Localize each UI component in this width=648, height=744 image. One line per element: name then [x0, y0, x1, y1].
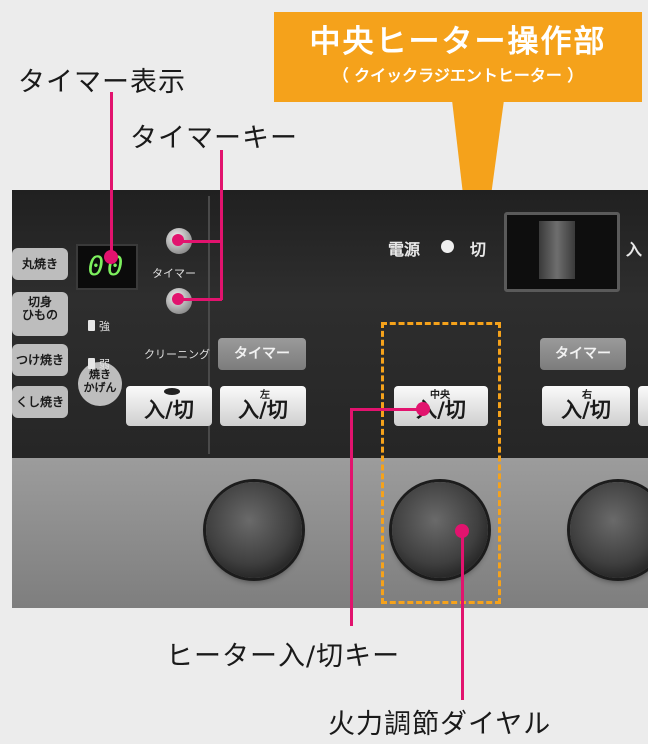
center-dial[interactable] — [392, 482, 488, 578]
left-timer-button[interactable]: タイマー — [218, 338, 306, 370]
power-label: 電源 — [388, 240, 421, 259]
far-right-key-edge — [638, 386, 648, 426]
heater-key-leader-h — [350, 408, 424, 411]
timer-display-dot — [104, 250, 118, 264]
left-onoff-key[interactable]: 左 入/切 — [220, 386, 306, 426]
right-onoff-label: 入/切 — [561, 398, 611, 422]
timer-down-leader — [180, 298, 222, 301]
left-onoff-label: 入/切 — [238, 398, 288, 422]
dial-panel — [12, 458, 648, 608]
power-switch[interactable] — [504, 212, 620, 292]
grill-level-button[interactable]: 焼き かげん — [78, 362, 122, 406]
center-heater-highlight — [381, 322, 501, 604]
center-sub-label: 中央 — [430, 390, 450, 401]
heater-key-leader — [350, 408, 353, 626]
weak-lamp — [88, 358, 95, 369]
left-sub-label: 左 — [260, 390, 270, 401]
power-dial-label: 火力調節ダイヤル — [328, 709, 552, 740]
strong-label: 強 — [99, 320, 110, 333]
banner-subtitle: （ クイックラジエントヒーター ） — [332, 66, 584, 85]
panel-divider — [208, 196, 210, 454]
weak-label: 弱 — [99, 358, 110, 371]
banner-title: 中央ヒーター操作部 — [309, 24, 607, 60]
cleaning-label: クリーニング — [144, 348, 210, 361]
dial-leader — [461, 530, 464, 700]
tsukeyaki-button[interactable]: つけ焼き — [12, 344, 68, 376]
kushiyaki-button[interactable]: くし焼き — [12, 386, 68, 418]
maruyaki-button[interactable]: 丸焼き — [12, 248, 68, 280]
right-onoff-key[interactable]: 右 入/切 — [542, 386, 630, 426]
grill-onoff-key[interactable]: 入/切 — [126, 386, 212, 426]
timer-down-dot — [172, 293, 184, 305]
off-label: 切 — [470, 240, 487, 259]
kirimi-himono-button[interactable]: 切身 ひもの — [12, 292, 68, 336]
left-dial[interactable] — [206, 482, 302, 578]
heater-key-dot — [416, 402, 430, 416]
heater-key-label: ヒーター入/切キー — [166, 641, 401, 672]
timer-display-leader — [110, 92, 113, 256]
timer-keys-label: タイマーキー — [130, 123, 298, 154]
center-onoff-key[interactable]: 中央 入/切 — [394, 386, 488, 426]
center-heater-banner — [274, 12, 642, 102]
grill-onoff-label: 入/切 — [144, 398, 194, 422]
right-timer-button[interactable]: タイマー — [540, 338, 626, 370]
timer-up-leader — [180, 240, 222, 243]
switch-rocker — [539, 221, 575, 279]
timer-small-label: タイマー — [152, 267, 196, 280]
strong-lamp — [88, 320, 95, 331]
on-label: 入 — [626, 240, 643, 259]
timer-keys-leader — [220, 150, 223, 300]
power-lamp — [441, 240, 454, 253]
dial-dot — [455, 524, 469, 538]
grill-fish-icon — [164, 388, 180, 395]
right-dial[interactable] — [570, 482, 648, 578]
timer-up-dot — [172, 234, 184, 246]
right-sub-label: 右 — [582, 390, 592, 401]
timer-display-label: タイマー表示 — [18, 67, 186, 98]
